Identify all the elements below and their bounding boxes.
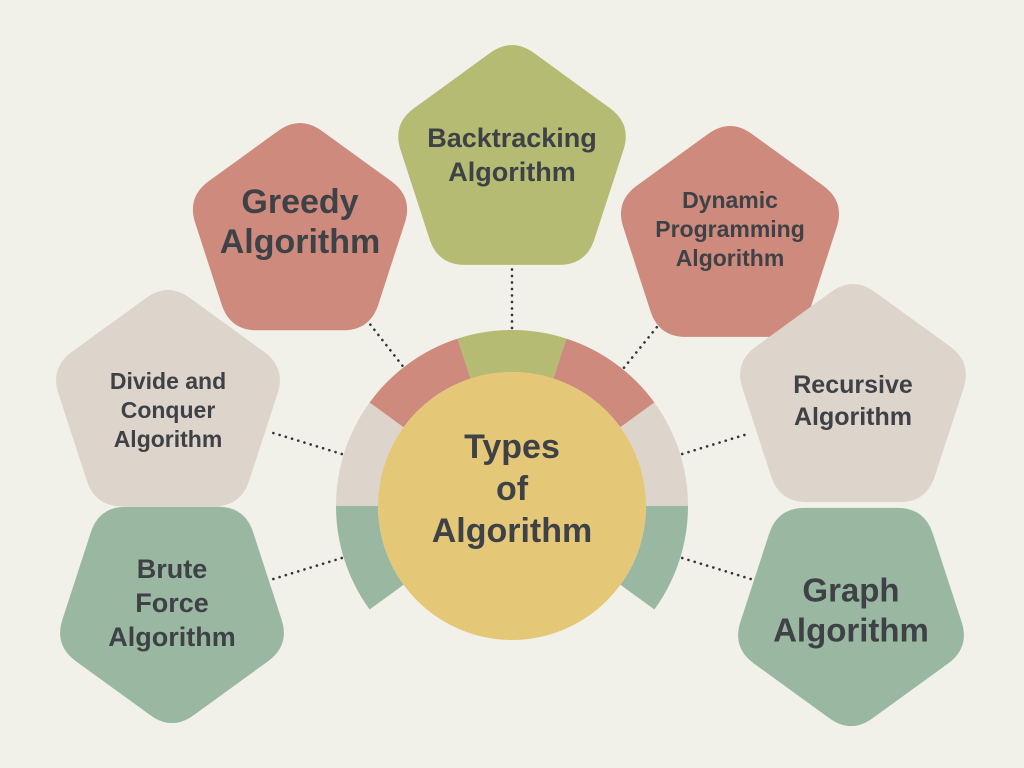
ring-segment-recursive: [620, 402, 688, 506]
node-label-dynamic-programming: Algorithm: [676, 245, 785, 271]
connector-line-recursive: [680, 432, 751, 456]
node-label-graph: Algorithm: [773, 612, 929, 649]
node-label-divide-and-conquer: Algorithm: [114, 426, 223, 452]
node-label-dynamic-programming: Programming: [655, 216, 805, 242]
node-label-brute-force: Force: [135, 588, 209, 618]
node-label-greedy: Algorithm: [220, 223, 381, 261]
connector-line-graph: [680, 556, 753, 581]
center-title-line: Types: [464, 428, 560, 466]
node-pentagon-divide-and-conquer: [56, 289, 280, 507]
connector-line-dynamic-programming: [622, 308, 672, 370]
connector-line-brute-force: [269, 556, 344, 582]
node-pentagon-backtracking: [398, 44, 626, 265]
ring-segment-dynamic-programming: [553, 338, 655, 428]
center-title-line: Algorithm: [432, 512, 593, 550]
center-circle: [378, 372, 646, 640]
center-title-line: of: [496, 470, 529, 508]
node-pentagon-recursive: [740, 283, 966, 503]
connector-line-greedy: [355, 306, 404, 368]
ring-segment-divide-and-conquer: [335, 402, 404, 506]
ring-segment-backtracking: [457, 329, 567, 379]
ring-segment-graph: [620, 506, 688, 610]
node-pentagon-dynamic-programming: [620, 125, 840, 337]
node-label-brute-force: Brute: [137, 554, 208, 584]
node-pentagon-brute-force: [60, 506, 284, 724]
node-label-greedy: Greedy: [241, 183, 358, 221]
node-label-dynamic-programming: Dynamic: [682, 187, 778, 213]
node-label-backtracking: Backtracking: [427, 123, 597, 153]
node-pentagon-greedy: [192, 122, 408, 331]
node-label-backtracking: Algorithm: [448, 157, 576, 187]
ring-segment-greedy: [369, 338, 471, 428]
node-label-recursive: Recursive: [793, 371, 913, 399]
node-label-brute-force: Algorithm: [108, 622, 236, 652]
connector-line-divide-and-conquer: [271, 431, 344, 456]
node-label-graph: Graph: [802, 572, 899, 609]
node-label-divide-and-conquer: Divide and: [110, 368, 226, 394]
ring-segment-brute-force: [336, 506, 404, 610]
node-pentagon-graph: [738, 507, 964, 727]
node-label-divide-and-conquer: Conquer: [121, 397, 216, 423]
node-label-recursive: Algorithm: [794, 403, 912, 431]
